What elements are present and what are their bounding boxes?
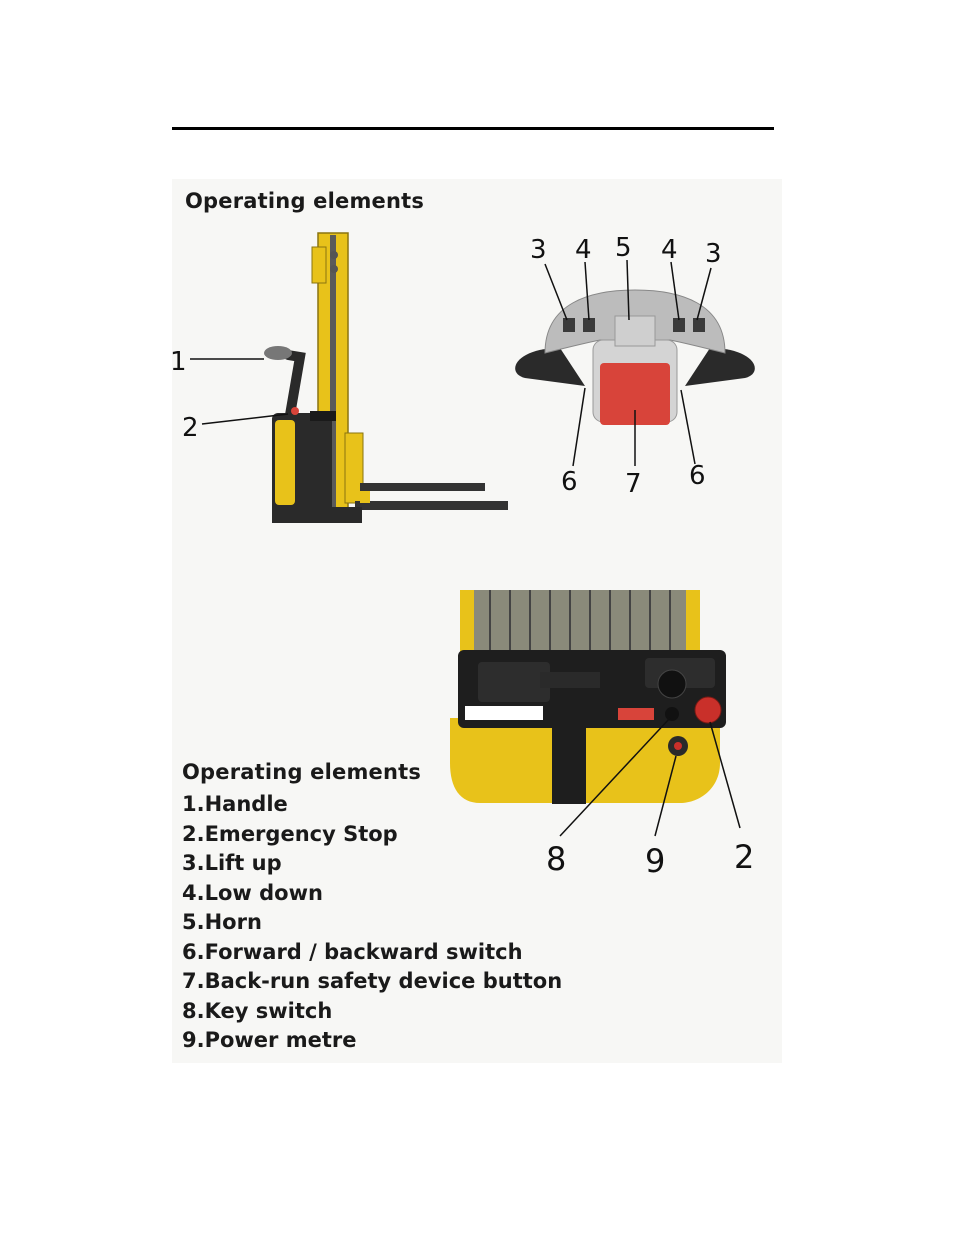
callout-6-right: 6: [689, 461, 706, 491]
callout-9: 9: [645, 842, 665, 880]
section-heading-top: Operating elements: [185, 189, 424, 213]
stacker-side-view-illustration: 1 2: [160, 225, 520, 535]
legend-item: 8.Key switch: [182, 997, 562, 1027]
legend-item: 6.Forward / backward switch: [182, 938, 562, 968]
operating-elements-legend: 1.Handle 2.Emergency Stop 3.Lift up 4.Lo…: [182, 790, 562, 1056]
callout-4-left: 4: [575, 235, 592, 265]
callout-5: 5: [615, 233, 632, 263]
header-rule: [172, 127, 774, 130]
section-heading-bottom: Operating elements: [182, 760, 421, 784]
callout-7: 7: [625, 469, 642, 499]
legend-item: 7.Back-run safety device button: [182, 967, 562, 997]
callout-4-right: 4: [661, 235, 678, 265]
legend-item: 5.Horn: [182, 908, 562, 938]
callout-1: 1: [170, 347, 187, 377]
callout-6-left: 6: [561, 467, 578, 497]
callout-2: 2: [182, 413, 199, 443]
callout-2-console: 2: [734, 838, 754, 876]
legend-item: 2.Emergency Stop: [182, 820, 562, 850]
tiller-head-illustration: 3 4 5 4 3 6 7 6: [505, 228, 765, 500]
legend-item: 4.Low down: [182, 879, 562, 909]
callout-3-left: 3: [530, 235, 547, 265]
callout-3-right: 3: [705, 239, 722, 269]
legend-item: 1.Handle: [182, 790, 562, 820]
legend-item: 3.Lift up: [182, 849, 562, 879]
legend-item: 9.Power metre: [182, 1026, 562, 1056]
